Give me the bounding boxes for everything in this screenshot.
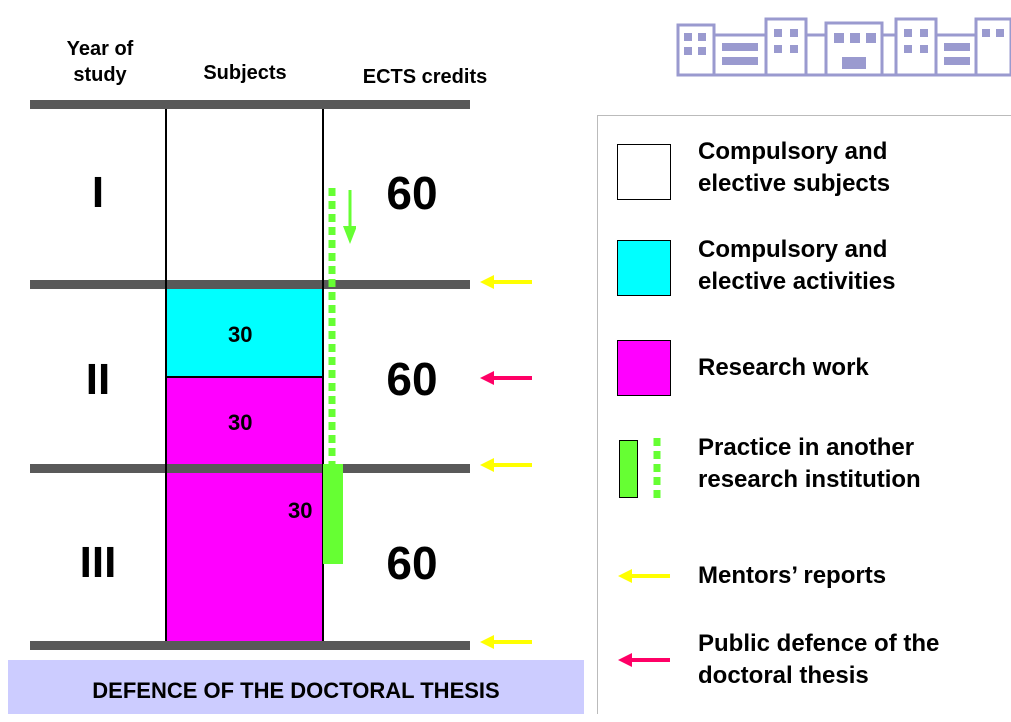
activities-block <box>166 289 323 377</box>
header-year-of-study: Year of study <box>66 38 134 86</box>
legend-yellow-arrow <box>618 569 670 583</box>
legend-label-research: Research work <box>698 354 869 381</box>
legend-magenta-box <box>617 340 671 396</box>
rule-bottom <box>30 641 470 650</box>
mentor-report-arrow-3 <box>480 635 532 649</box>
header-subjects: Subjects <box>203 62 287 84</box>
legend-red-arrow <box>618 653 670 667</box>
practice-dotted-line <box>328 188 356 466</box>
subjects-right-border <box>322 109 324 641</box>
activities-credits-label: 30 <box>228 322 253 347</box>
rule-top <box>30 100 470 109</box>
header-ects-credits: ECTS credits <box>362 66 488 88</box>
block-divider <box>166 376 323 378</box>
research-block-year3 <box>166 473 323 641</box>
mentor-report-arrow-2 <box>480 458 532 472</box>
defence-title-bar: DEFENCE OF THE DOCTORAL THESIS <box>8 660 584 714</box>
year-label-1: I <box>91 168 105 217</box>
subjects-left-border <box>165 109 167 641</box>
legend-panel <box>597 115 1011 714</box>
research-block-year2 <box>166 377 323 464</box>
practice-credits-label: 30 <box>288 498 313 523</box>
legend-white-box <box>617 144 671 200</box>
defence-arrow <box>480 371 532 385</box>
rule-year2-end <box>30 464 470 473</box>
defence-title: DEFENCE OF THE DOCTORAL THESIS <box>92 678 500 703</box>
research-credits-label: 30 <box>228 410 253 435</box>
year1-credits: 60 <box>386 167 438 219</box>
year2-credits: 60 <box>386 353 438 405</box>
legend-cyan-box <box>617 240 671 296</box>
legend-green-dots <box>653 438 661 498</box>
rule-year1-end <box>30 280 470 289</box>
legend-label-mentors: Mentors’ reports <box>698 562 887 589</box>
mentor-report-arrow-1 <box>480 275 532 289</box>
year-label-3: III <box>79 538 117 587</box>
year-label-2: II <box>85 355 111 404</box>
year3-credits: 60 <box>386 537 438 589</box>
university-building-icon <box>676 17 1011 77</box>
legend-green-bar <box>619 440 638 498</box>
practice-bar <box>323 464 343 564</box>
